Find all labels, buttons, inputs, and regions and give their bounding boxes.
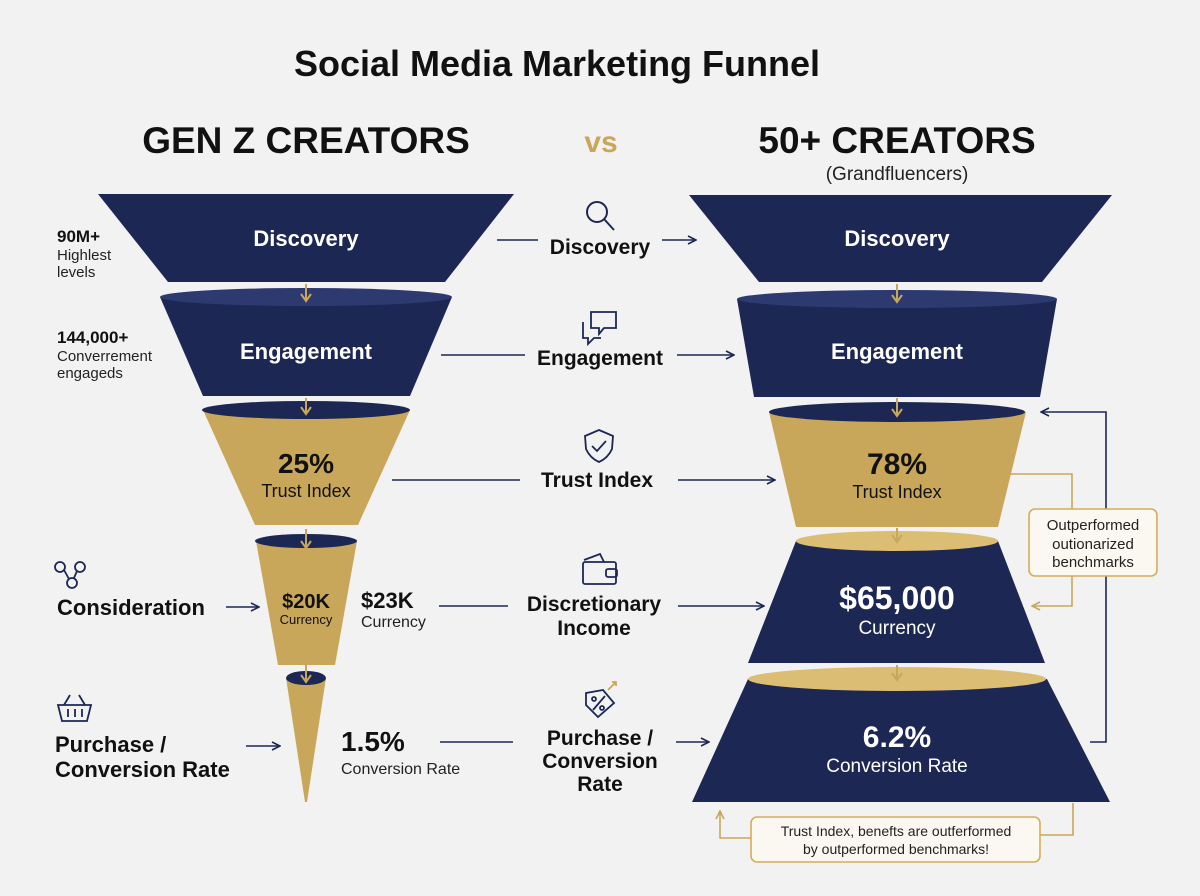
left-income-label: Currency — [280, 612, 333, 627]
left-income-outside-value: $23K — [361, 588, 414, 613]
left-trust-segment — [203, 410, 410, 525]
left-discovery-note: Highlest — [57, 247, 112, 264]
left-discovery-segment — [98, 194, 514, 282]
right-subheading: (Grandfluencers) — [826, 164, 969, 185]
left-flow-arrow — [300, 398, 312, 416]
right-flow-arrow — [891, 528, 903, 544]
left-income-value: $20K — [282, 591, 330, 613]
left-conversion-value: 1.5% — [341, 726, 405, 757]
shopping-basket-icon — [56, 694, 93, 722]
left-engagement-note: engageds — [57, 365, 123, 382]
left-purchase-label: Purchase / — [55, 732, 166, 757]
right-income-value: $65,000 — [839, 580, 955, 616]
left-conversion-segment — [286, 678, 326, 802]
left-conversion-label: Conversion Rate — [341, 761, 460, 778]
left-funnel: Discovery Engagement 25% Trust Index $20… — [98, 194, 514, 802]
left-engagement-note: Converrement — [57, 348, 153, 365]
right-income-label: Currency — [858, 618, 936, 639]
right-trust-segment — [769, 412, 1026, 527]
left-flow-arrow — [300, 529, 312, 550]
feedback-loop-arrow — [1042, 412, 1107, 743]
right-income-segment — [748, 541, 1045, 663]
callout-line: Trust Index, benefts are outferformed — [781, 823, 1012, 839]
shield-check-icon — [584, 429, 614, 463]
right-trust-value: 78% — [867, 448, 927, 481]
right-flow-arrow — [891, 398, 903, 418]
left-engagement-stat: 144,000+ — [57, 328, 128, 347]
right-conversion-segment — [692, 679, 1110, 802]
left-income-segment — [256, 541, 357, 665]
left-flow-arrow — [300, 284, 312, 303]
wallet-icon — [582, 552, 618, 585]
magnifier-icon — [586, 201, 615, 231]
left-heading: GEN Z CREATORS — [142, 120, 470, 161]
middle-purchase-label: Conversion — [542, 750, 658, 773]
right-flow-arrow — [891, 665, 903, 682]
right-discovery-segment — [689, 195, 1112, 282]
left-income-outside-label: Currency — [361, 614, 426, 631]
chat-bubbles-icon — [582, 311, 617, 347]
right-engagement-label: Engagement — [831, 339, 964, 364]
right-discovery-label: Discovery — [844, 226, 950, 251]
right-heading: 50+ CREATORS — [758, 120, 1035, 161]
left-consideration-label: Consideration — [57, 595, 205, 620]
network-nodes-icon — [54, 561, 86, 589]
outperformed-callout: Outperformed outionarized benchmarks — [1028, 508, 1158, 577]
bottom-callout-arrow — [720, 812, 751, 839]
right-trust-label: Trust Index — [852, 482, 941, 502]
bottom-callout-connector — [1040, 803, 1074, 836]
right-funnel: Discovery Engagement 78% Trust Index $65… — [689, 195, 1112, 802]
middle-trust-label: Trust Index — [541, 469, 653, 492]
middle-income-label: Income — [557, 617, 631, 640]
left-discovery-label: Discovery — [253, 226, 359, 251]
left-trust-value: 25% — [278, 448, 334, 479]
discount-tag-icon — [585, 681, 617, 719]
callout-line: by outperformed benchmarks! — [803, 841, 989, 857]
left-engagement-segment — [160, 297, 452, 396]
left-engagement-label: Engagement — [240, 339, 373, 364]
middle-engagement-label: Engagement — [537, 347, 663, 370]
middle-purchase-label: Rate — [577, 773, 623, 796]
right-flow-arrow — [891, 284, 903, 304]
left-discovery-note: levels — [57, 264, 95, 281]
right-conversion-value: 6.2% — [863, 721, 931, 754]
callout-line: outionarized — [1052, 536, 1134, 553]
right-engagement-segment — [737, 299, 1057, 397]
left-trust-label: Trust Index — [261, 481, 350, 501]
right-conversion-label: Conversion Rate — [826, 756, 968, 777]
callout-line: benchmarks — [1052, 554, 1134, 571]
middle-income-label: Discretionary — [527, 593, 662, 616]
trust-index-callout: Trust Index, benefts are outferformed by… — [750, 816, 1041, 863]
callout-line: Outperformed — [1047, 517, 1140, 534]
left-flow-arrow — [300, 664, 312, 684]
left-discovery-stat: 90M+ — [57, 227, 100, 246]
middle-purchase-label: Purchase / — [547, 727, 653, 750]
middle-discovery-label: Discovery — [550, 236, 651, 259]
page-title: Social Media Marketing Funnel — [294, 43, 820, 84]
vs-label: vs — [584, 126, 617, 159]
left-purchase-label: Conversion Rate — [55, 757, 230, 782]
